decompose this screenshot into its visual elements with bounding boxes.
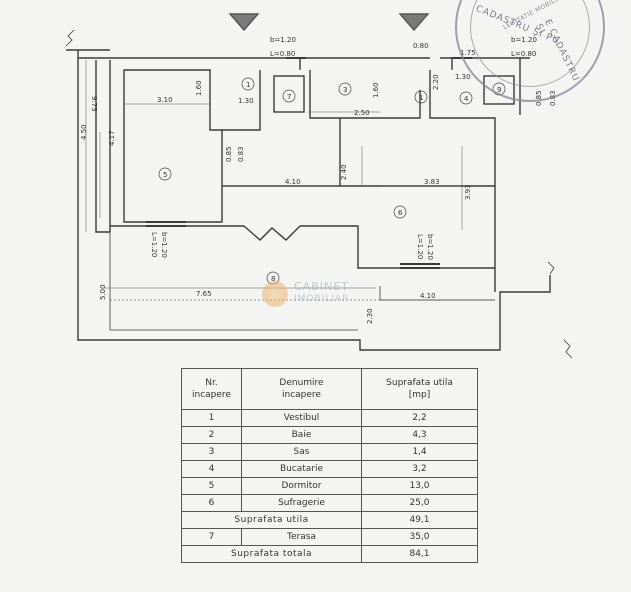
svg-text:2.40: 2.40 [340, 164, 348, 180]
row-nr: 5 [181, 477, 242, 495]
row-nr: 4 [181, 460, 242, 478]
row-nr: 7 [181, 528, 242, 546]
svg-text:1.60: 1.60 [372, 82, 380, 98]
watermark-line1: CABINET [294, 280, 349, 293]
table-row: 2 Baie 4,3 [181, 426, 478, 444]
table-header-row: Nr. incapere Denumire incapere Suprafata… [181, 368, 478, 410]
summary-utila-label: Suprafata utila [181, 511, 362, 529]
svg-text:L=0.80: L=0.80 [270, 50, 295, 58]
room-2-box [273, 75, 305, 113]
svg-text:3.83: 3.83 [424, 178, 440, 186]
svg-text:7: 7 [287, 93, 291, 101]
row-name: Baie [241, 426, 362, 444]
window-label-dormitor: b=1.20 L=1.20 [150, 232, 168, 258]
svg-text:b=1.20: b=1.20 [270, 36, 296, 44]
svg-text:2.50: 2.50 [354, 109, 370, 117]
svg-text:4: 4 [464, 95, 469, 103]
header-nr: Nr. incapere [181, 368, 242, 410]
table-row: 1 Vestibul 2,2 [181, 409, 478, 427]
summary-totala-area: 84,1 [361, 545, 478, 563]
table-row: 7 Terasa 35,0 [181, 528, 478, 546]
row-nr: 3 [181, 443, 242, 461]
summary-utila-row: Suprafata utila 49,1 [181, 511, 478, 529]
row-area: 13,0 [361, 477, 478, 495]
svg-text:6: 6 [398, 209, 403, 217]
svg-text:b=1.20: b=1.20 [160, 232, 168, 258]
row-area: 4,3 [361, 426, 478, 444]
svg-text:4.50: 4.50 [80, 124, 88, 140]
row-area: 3,2 [361, 460, 478, 478]
entrance-arrow-right [398, 13, 430, 32]
svg-text:4.17: 4.17 [108, 130, 116, 146]
table-row: 5 Dormitor 13,0 [181, 477, 478, 495]
svg-text:1: 1 [419, 94, 423, 102]
row-nr: 2 [181, 426, 242, 444]
header-area: Suprafata utila [mp] [361, 368, 478, 410]
row-name: Bucatarie [241, 460, 362, 478]
row-name: Dormitor [241, 477, 362, 495]
row-area: 35,0 [361, 528, 478, 546]
dimension-labels: 3.10 1.60 1.30 9.75 4.50 4.17 0.85 0.83 … [80, 42, 557, 324]
table-row: 4 Bucatarie 3,2 [181, 460, 478, 478]
svg-text:2.20: 2.20 [432, 74, 440, 90]
row-nr: 1 [181, 409, 242, 427]
watermark-circle-icon [262, 281, 288, 307]
room-area-table: Nr. incapere Denumire incapere Suprafata… [181, 368, 478, 563]
svg-text:2.30: 2.30 [366, 308, 374, 324]
summary-utila-area: 49,1 [361, 511, 478, 529]
svg-text:4.10: 4.10 [420, 292, 436, 300]
row-name: Sufragerie [241, 494, 362, 512]
svg-text:9.75: 9.75 [90, 96, 98, 112]
table-row: 3 Sas 1,4 [181, 443, 478, 461]
wall-dormitor [123, 69, 223, 223]
row-name: Vestibul [241, 409, 362, 427]
svg-text:0.83: 0.83 [237, 146, 245, 162]
svg-text:L=1.20: L=1.20 [416, 234, 424, 259]
row-area: 2,2 [361, 409, 478, 427]
svg-text:7.65: 7.65 [196, 290, 212, 298]
svg-text:0.80: 0.80 [413, 42, 429, 50]
summary-totala-label: Suprafata totala [181, 545, 362, 563]
header-name: Denumire incapere [241, 368, 362, 410]
room-numbers: 1 7 3 1 4 9 5 6 8 [158, 77, 506, 285]
svg-text:5.00: 5.00 [99, 284, 107, 300]
row-name: Sas [241, 443, 362, 461]
table-row: 6 Sufragerie 25,0 [181, 494, 478, 512]
svg-text:b=1.20: b=1.20 [426, 234, 434, 260]
svg-text:1.30: 1.30 [238, 97, 254, 105]
watermark-logo: CABINET IMOBILIAR [262, 279, 382, 311]
svg-text:0.85: 0.85 [225, 146, 233, 162]
row-nr: 6 [181, 494, 242, 512]
window-label-sufragerie: L=1.20 b=1.20 [416, 234, 434, 260]
row-area: 25,0 [361, 494, 478, 512]
svg-text:5: 5 [163, 171, 167, 179]
window-label-top-left: b=1.20 L=0.80 [270, 36, 296, 58]
svg-text:3.93: 3.93 [464, 184, 472, 200]
svg-text:3.10: 3.10 [157, 96, 173, 104]
svg-text:1: 1 [246, 81, 250, 89]
svg-text:1.60: 1.60 [195, 80, 203, 96]
summary-totala-row: Suprafata totala 84,1 [181, 545, 478, 563]
entrance-arrow-left [228, 13, 260, 32]
watermark-line2: IMOBILIAR [294, 294, 350, 304]
svg-text:1.30: 1.30 [455, 73, 471, 81]
row-area: 1,4 [361, 443, 478, 461]
row-name: Terasa [241, 528, 362, 546]
svg-text:L=1.20: L=1.20 [150, 232, 158, 257]
svg-text:3: 3 [343, 86, 347, 94]
terrace-outline [109, 232, 358, 331]
svg-text:8: 8 [271, 275, 275, 283]
svg-text:4.10: 4.10 [285, 178, 301, 186]
outer-wall [77, 50, 551, 351]
